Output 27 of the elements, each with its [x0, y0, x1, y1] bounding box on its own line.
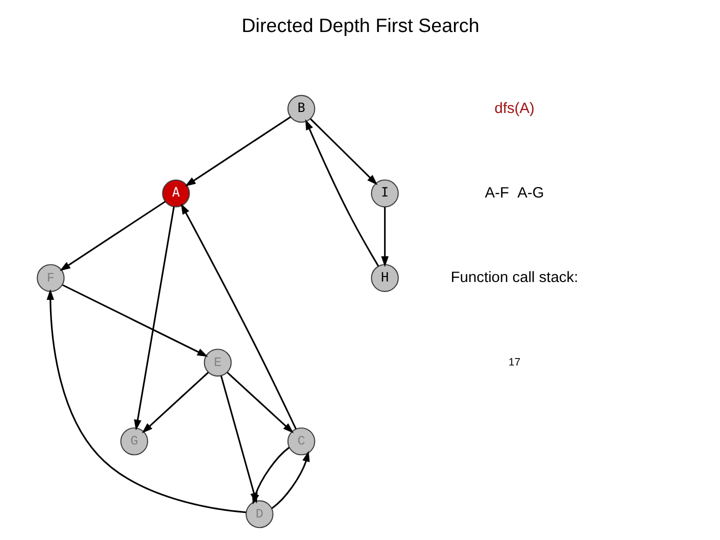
- node-circle: H: [370, 264, 398, 292]
- node-circle: E: [203, 348, 232, 377]
- node-circle: G: [120, 427, 148, 456]
- arrow: [270, 450, 310, 509]
- arrow: [133, 206, 174, 430]
- arrow: [59, 200, 166, 272]
- arrow: [184, 116, 291, 186]
- node-circle: D: [245, 500, 273, 528]
- arrow: [46, 289, 246, 514]
- arrow: [380, 207, 388, 268]
- arrow: [304, 119, 379, 267]
- label: 17: [508, 356, 520, 368]
- arrow: [226, 372, 294, 434]
- arrow: [310, 118, 378, 186]
- node-circle: I: [370, 180, 398, 208]
- node-circle: F: [36, 264, 64, 292]
- label: Function call stack:: [450, 268, 578, 286]
- arrow: [62, 284, 208, 357]
- label: A-F A-G: [484, 184, 544, 202]
- node-circle: A: [162, 180, 190, 208]
- diagram-title: Directed Depth First Search: [241, 16, 479, 38]
- arrow: [220, 376, 258, 504]
- arrow: [141, 372, 208, 434]
- label: dfs(A): [494, 100, 534, 117]
- node-circle: B: [286, 94, 315, 123]
- node-circle: C: [286, 427, 315, 456]
- arrow: [180, 203, 296, 430]
